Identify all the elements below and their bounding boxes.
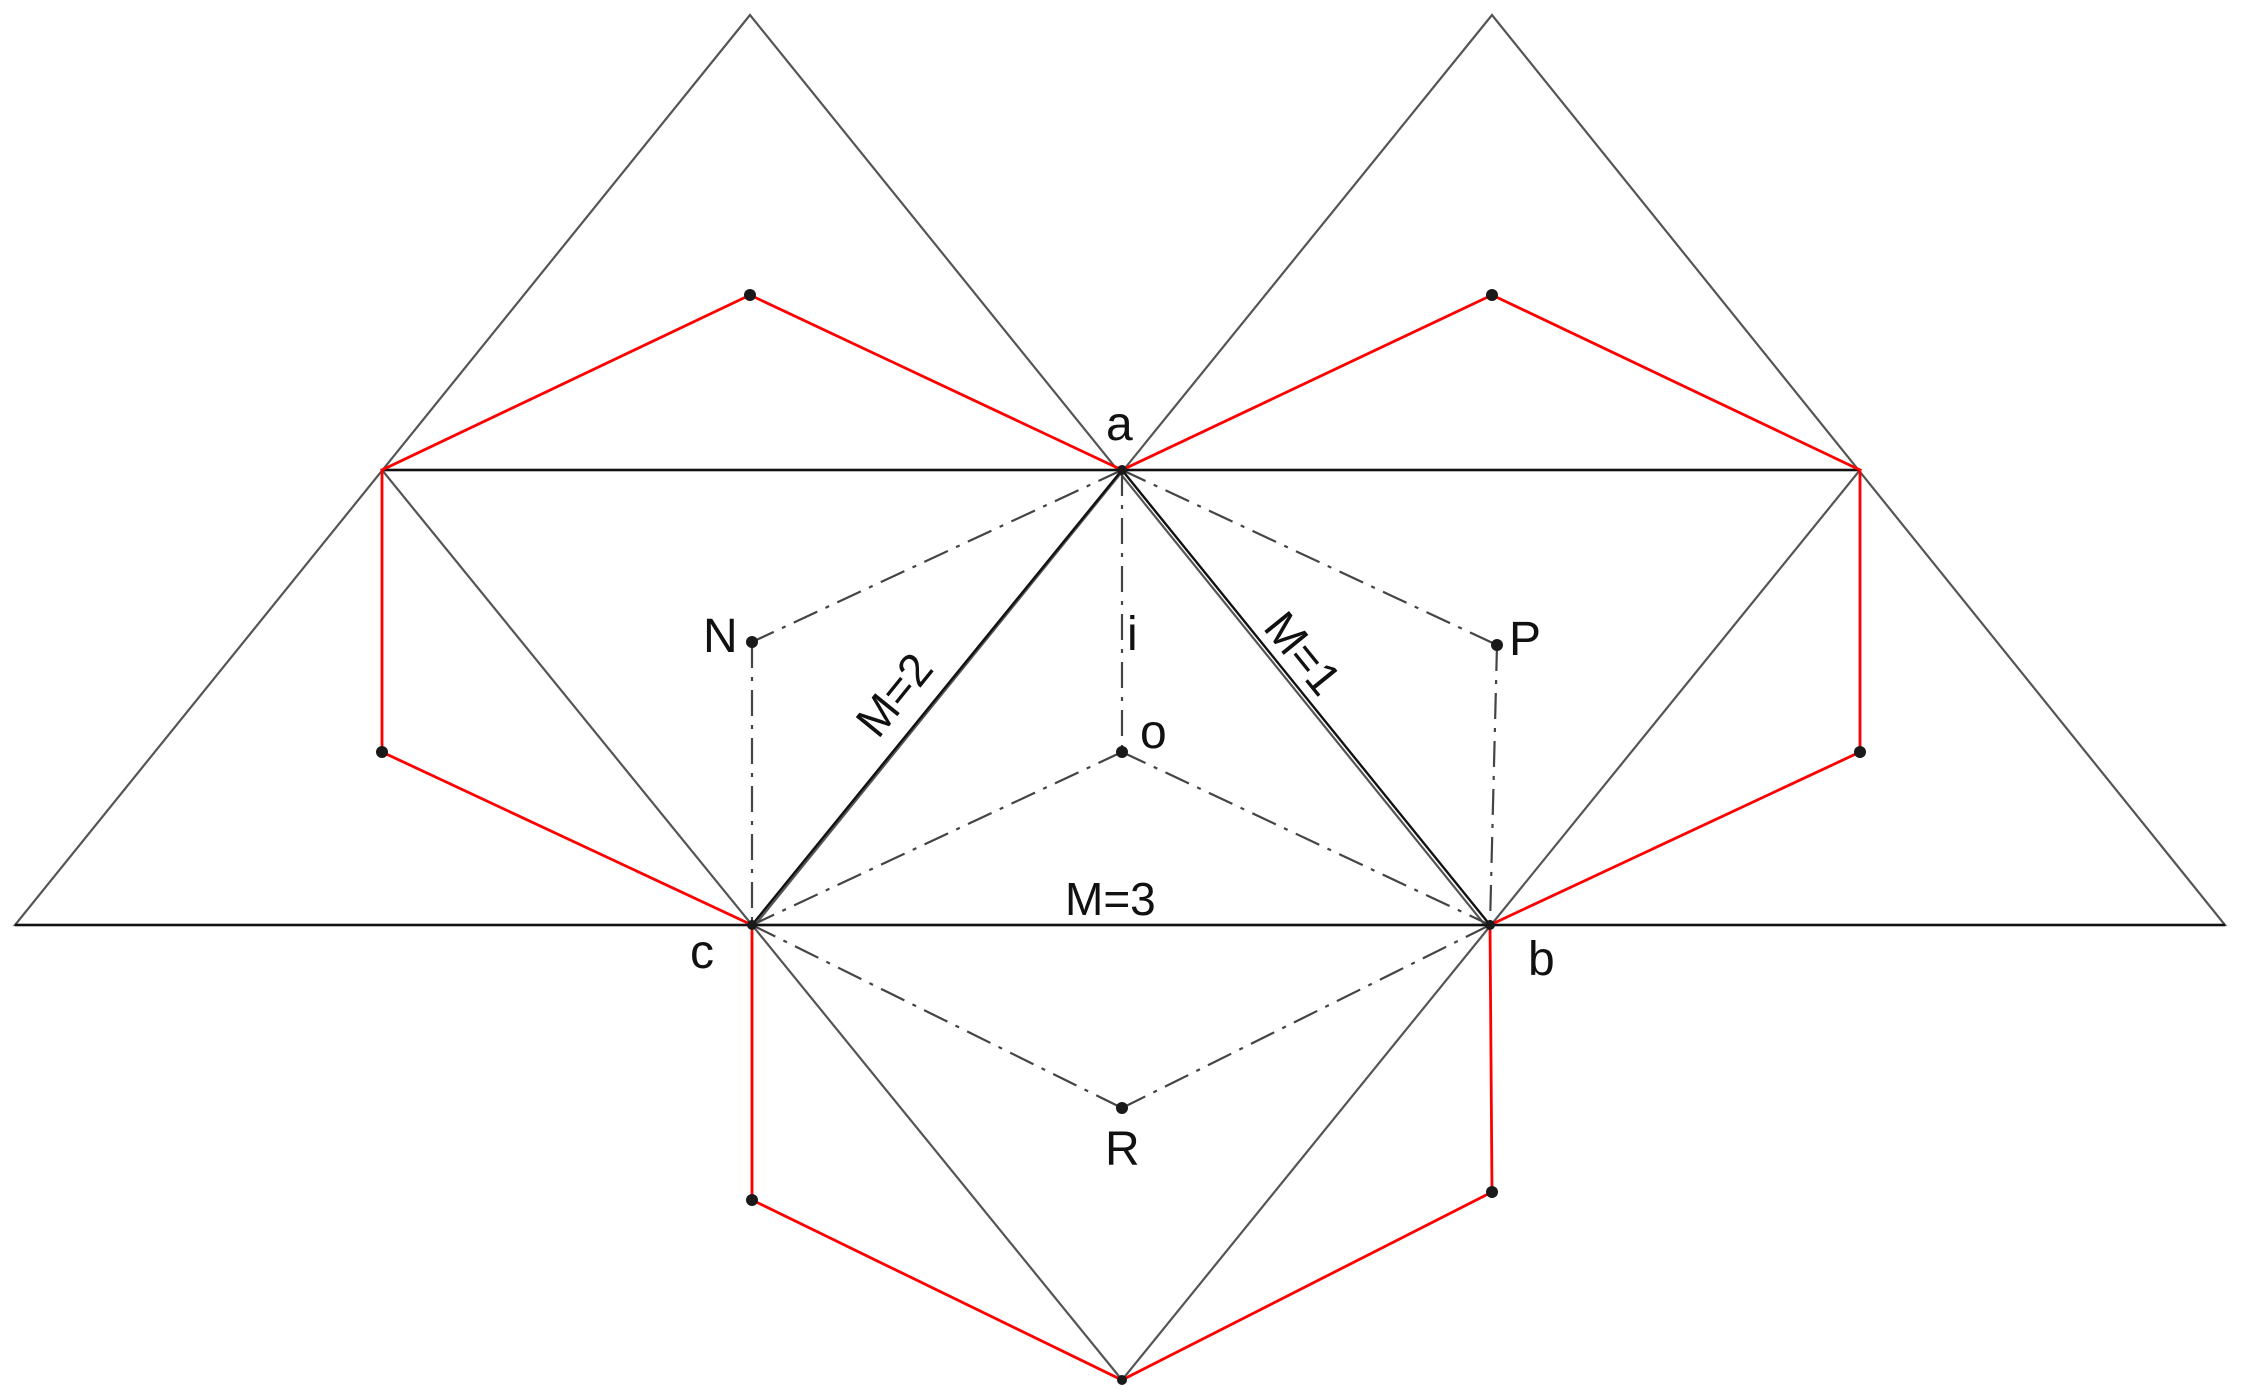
label-R: R — [1105, 1123, 1140, 1176]
dashdot-o-b — [1121, 751, 1491, 926]
point-o — [1116, 746, 1128, 758]
dashdot-a-P — [1121, 469, 1498, 646]
edge-a-c — [751, 469, 1123, 926]
label-m3: M=3 — [1065, 873, 1156, 925]
label-m2: M=2 — [845, 643, 943, 746]
dashdot-c-R — [751, 924, 1123, 1109]
point-bottom-left-red — [746, 1194, 758, 1206]
point-a — [1117, 465, 1127, 475]
point-c — [747, 920, 757, 930]
dashdot-o-c — [751, 751, 1123, 926]
red-path-top-right — [1121, 293, 1862, 927]
point-b — [1485, 920, 1495, 930]
point-R — [1116, 1102, 1128, 1114]
point-top-left-apex-red — [744, 289, 756, 301]
label-o: o — [1140, 706, 1167, 759]
dashdot-R-b — [1121, 924, 1491, 1109]
dashdot-a-N — [751, 469, 1123, 643]
label-P: P — [1509, 613, 1541, 666]
label-a: a — [1106, 398, 1133, 451]
label-c: c — [690, 926, 714, 979]
label-i: i — [1127, 608, 1138, 661]
label-b: b — [1528, 933, 1555, 986]
point-top-right-apex-red — [1486, 289, 1498, 301]
point-N — [746, 636, 758, 648]
point-bottom-right-red — [1486, 1186, 1498, 1198]
point-P — [1491, 639, 1503, 651]
dashdot-P-b — [1488, 644, 1499, 926]
point-bottom-apex — [1117, 1375, 1127, 1385]
red-path-top-left — [380, 293, 1123, 927]
point-left-lower — [376, 746, 388, 758]
edge-a-b — [1121, 469, 1491, 926]
point-right-lower — [1854, 746, 1866, 758]
label-N: N — [703, 610, 738, 663]
